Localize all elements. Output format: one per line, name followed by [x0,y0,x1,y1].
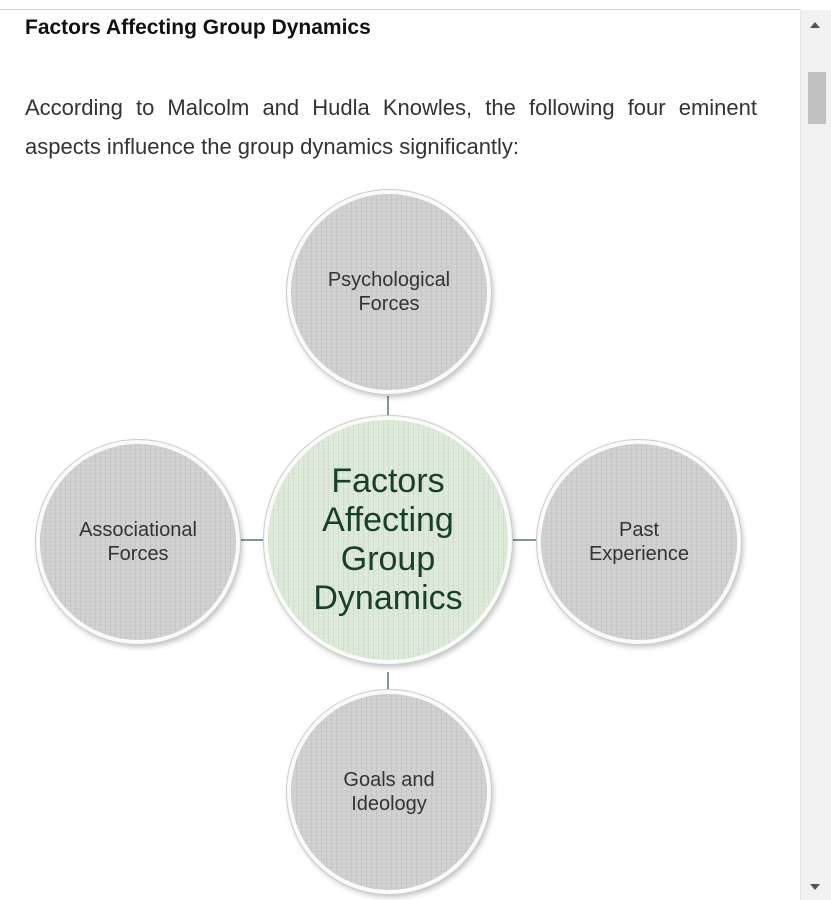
vertical-scrollbar[interactable] [800,10,831,900]
factor-circle-right: Past Experience [537,440,741,644]
center-label: Factors Affecting Group Dynamics [313,462,463,617]
factor-label: Past Experience [588,519,690,565]
scroll-down-arrow-icon[interactable] [810,884,820,890]
connector-left [238,539,266,541]
scrollbar-thumb[interactable] [808,72,826,124]
factor-circle-top: Psychological Forces [287,190,491,394]
factor-label: Psychological Forces [327,269,451,315]
scroll-up-arrow-icon[interactable] [810,22,820,28]
factor-label: Goals and Ideology [343,769,435,815]
intro-paragraph: According to Malcolm and Hudla Knowles, … [25,95,757,159]
section-heading: Factors Affecting Group Dynamics [25,16,371,39]
factor-circle-bottom: Goals and Ideology [287,690,491,894]
page-content: Factors Affecting Group Dynamics Accordi… [0,10,780,900]
connector-top [387,396,389,424]
connector-right [512,539,540,541]
center-circle: Factors Affecting Group Dynamics [264,416,512,664]
connector-bottom [387,672,389,700]
top-divider [0,9,800,10]
factor-label: Associational Forces [79,519,197,565]
factor-circle-left: Associational Forces [36,440,240,644]
